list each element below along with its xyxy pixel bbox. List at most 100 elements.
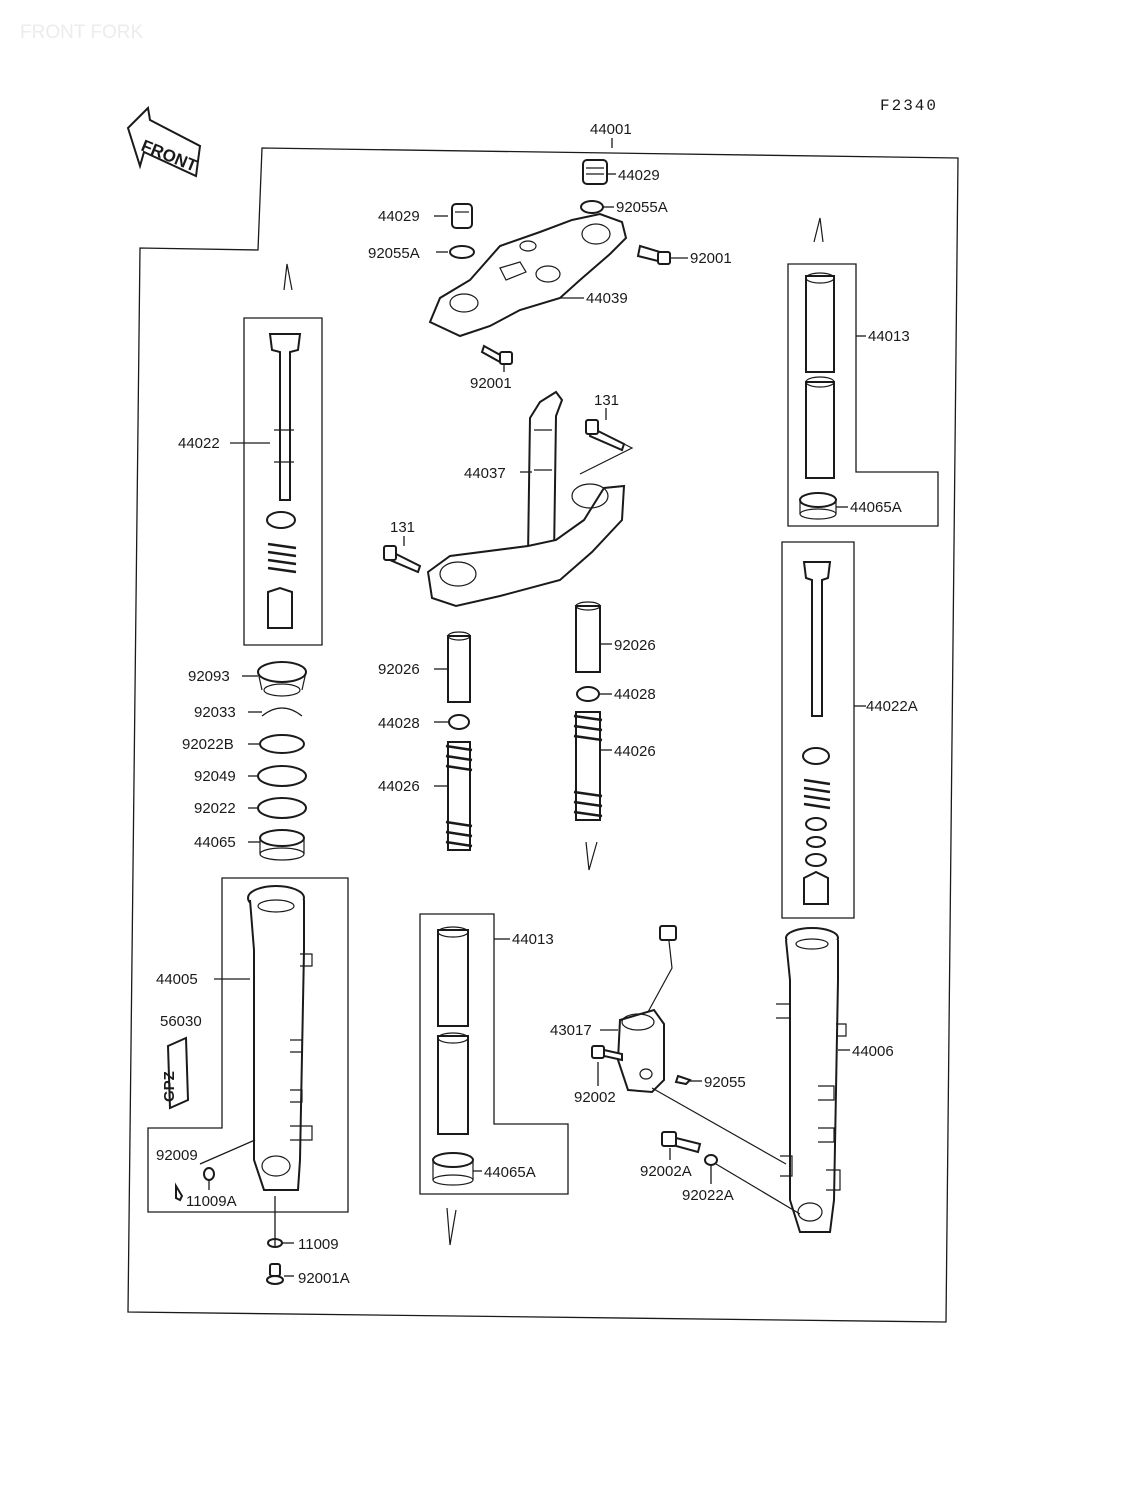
part-label-92009: 92009 <box>156 1147 198 1164</box>
spring-part <box>267 542 297 574</box>
bushing-part <box>432 1152 474 1186</box>
damper-rod-part <box>802 561 832 717</box>
washer-part <box>449 245 475 259</box>
assembly-outline <box>127 147 959 1323</box>
circlip-part <box>261 707 303 717</box>
part-label-92055: 92055 <box>704 1074 746 1091</box>
screw-part <box>175 1182 184 1202</box>
part-label-131: 131 <box>594 392 619 409</box>
steering-stem-part <box>426 390 626 608</box>
inner-assembly-box-left <box>243 317 323 646</box>
part-label-44028: 44028 <box>614 686 656 703</box>
part-label-44022A: 44022A <box>866 698 918 715</box>
upper-bracket-part <box>428 212 628 338</box>
part-label-92026: 92026 <box>614 637 656 654</box>
bolt-part <box>636 244 671 265</box>
part-label-44039: 44039 <box>586 290 628 307</box>
inner-tube-box-right <box>787 263 939 527</box>
part-label-44026: 44026 <box>378 778 420 795</box>
washer-part <box>704 1154 718 1166</box>
direction-arrow-down-mid <box>585 841 598 871</box>
inner-assembly-box-right <box>781 541 855 919</box>
part-label-92001: 92001 <box>690 250 732 267</box>
collar-part <box>575 605 601 673</box>
part-label-11009A: 11009A <box>186 1193 237 1210</box>
ring-part <box>806 836 826 848</box>
washer-part <box>259 734 305 754</box>
gpz-emblem-icon: GPZ <box>161 1036 190 1110</box>
collar-part <box>447 635 471 703</box>
spring-part <box>803 778 831 810</box>
washer-part <box>257 797 307 819</box>
part-label-44005: 44005 <box>156 971 198 988</box>
outer-tube-part <box>776 927 847 1233</box>
front-arrow-icon: FRONT <box>126 105 202 178</box>
diagram-code: F2340 <box>880 97 938 115</box>
emblem-text: GPZ <box>161 1071 178 1102</box>
bolt-part <box>661 1131 702 1154</box>
ring-part <box>266 511 296 529</box>
direction-arrow-down-bottom <box>446 1207 457 1246</box>
part-label-92001: 92001 <box>470 375 512 392</box>
part-label-44028: 44028 <box>378 715 420 732</box>
gasket-part <box>203 1167 215 1181</box>
part-label-44065A: 44065A <box>850 499 902 516</box>
part-label-43017: 43017 <box>550 1022 592 1039</box>
part-label-92033: 92033 <box>194 704 236 721</box>
assembly-lines <box>651 1087 801 1215</box>
part-label-131: 131 <box>390 519 415 536</box>
washer-part <box>576 686 600 702</box>
anti-dive-unit-part <box>616 925 677 1094</box>
ring-part <box>805 817 827 831</box>
ring-part <box>802 747 830 765</box>
fork-spring-part <box>445 741 473 851</box>
part-label-92055A: 92055A <box>368 245 420 262</box>
fork-spring-part <box>573 711 603 821</box>
seal-small-part <box>674 1074 692 1086</box>
direction-arrow-up-right <box>813 217 824 243</box>
part-label-44026: 44026 <box>614 743 656 760</box>
inner-tube-box-bottom <box>419 913 569 1195</box>
part-label-92026: 92026 <box>378 661 420 678</box>
part-label-44013: 44013 <box>868 328 910 345</box>
seal-part <box>257 661 307 697</box>
part-label-92002: 92002 <box>574 1089 616 1106</box>
seal-part <box>257 765 307 787</box>
bushing-part <box>799 492 837 520</box>
part-label-44013: 44013 <box>512 931 554 948</box>
bolt-part <box>266 1263 284 1285</box>
part-label-44029: 44029 <box>618 167 660 184</box>
part-label-92049: 92049 <box>194 768 236 785</box>
leader-131 <box>579 443 634 475</box>
bolt-part <box>383 545 422 574</box>
part-label-44022: 44022 <box>178 435 220 452</box>
part-label-92002A: 92002A <box>640 1163 692 1180</box>
bolt-part <box>480 344 513 365</box>
part-label-44037: 44037 <box>464 465 506 482</box>
part-label-92022B: 92022B <box>182 736 234 753</box>
cap-bolt-part <box>582 159 608 185</box>
bolt-part <box>585 419 626 452</box>
outer-tube-part <box>247 885 313 1191</box>
bolt-part <box>591 1045 623 1062</box>
part-label-92001A: 92001A <box>298 1270 350 1287</box>
part-label-44029: 44029 <box>378 208 420 225</box>
part-label-92093: 92093 <box>188 668 230 685</box>
leader-lines <box>199 138 866 1277</box>
direction-arrow-up-left <box>283 263 293 291</box>
part-label-11009: 11009 <box>298 1236 339 1253</box>
part-label-92055A: 92055A <box>616 199 668 216</box>
part-label-44065: 44065 <box>194 834 236 851</box>
part-label-44065A: 44065A <box>484 1164 536 1181</box>
part-label-92022A: 92022A <box>682 1187 734 1204</box>
piece-part <box>803 870 829 905</box>
damper-rod-part <box>268 333 302 501</box>
cap-bolt-part <box>451 203 473 229</box>
inner-tube-part <box>805 272 835 479</box>
bushing-part <box>259 829 305 861</box>
washer-part <box>580 200 604 214</box>
outer-tube-box-left <box>147 877 349 1213</box>
page-title: FRONT FORK <box>20 22 143 43</box>
inner-tube-part <box>437 926 469 1135</box>
